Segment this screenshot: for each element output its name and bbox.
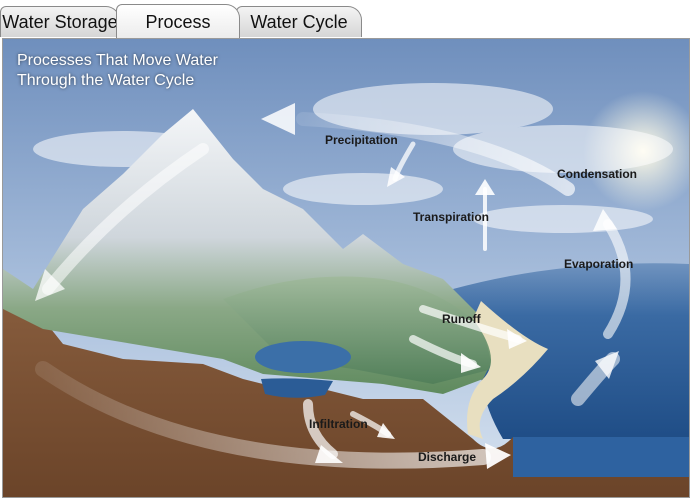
scene-illustration (3, 39, 689, 497)
tab-label: Process (145, 12, 211, 32)
label-evaporation: Evaporation (564, 257, 634, 271)
tab-bar: Water Storage Process Water Cycle (0, 0, 690, 38)
tab-water-storage[interactable]: Water Storage (0, 6, 120, 37)
diagram-title: Processes That Move Water Through the Wa… (17, 51, 218, 91)
label-condensation: Condensation (557, 167, 637, 181)
title-line-2: Through the Water Cycle (17, 72, 195, 89)
label-infiltration: Infiltration (309, 417, 368, 431)
label-runoff: Runoff (442, 312, 481, 326)
label-transpiration: Transpiration (413, 210, 490, 224)
tab-label: Water Cycle (250, 12, 348, 32)
water-cycle-diagram: Processes That Move Water Through the Wa… (2, 38, 690, 498)
tab-process[interactable]: Process (116, 4, 240, 38)
title-line-1: Processes That Move Water (17, 52, 218, 69)
flow-arrows (35, 112, 631, 469)
tab-water-cycle[interactable]: Water Cycle (236, 6, 362, 37)
arrow-heads (35, 103, 619, 469)
label-precipitation: Precipitation (325, 133, 398, 147)
label-discharge: Discharge (418, 450, 477, 464)
tab-label: Water Storage (2, 12, 118, 32)
